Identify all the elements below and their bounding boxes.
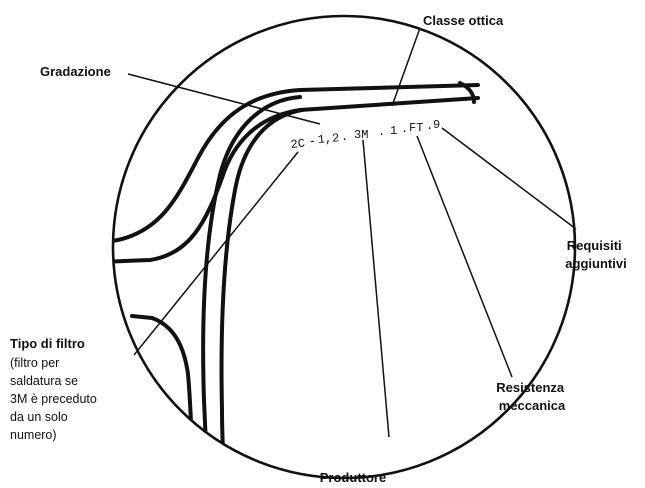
code-optical-class: 1 xyxy=(390,124,397,138)
code-shade: 1,2 xyxy=(317,131,340,147)
code-filter-type: 2C xyxy=(290,137,306,152)
leader-shade xyxy=(127,73,321,125)
leader-lines xyxy=(127,27,577,438)
label-mechanical-strength: Resistenza meccanica xyxy=(496,380,568,413)
lens-marking-code: 2C - 1,2 . 3M . 1 . FT . 9 xyxy=(290,118,440,152)
label-filter-type-title: Tipo di filtro xyxy=(10,336,85,351)
leader-optical-class xyxy=(391,27,421,107)
code-dot: . xyxy=(401,122,408,136)
lens-rim-inner xyxy=(219,108,304,472)
code-manufacturer: 3M xyxy=(354,128,368,142)
frame-outer-edge xyxy=(113,83,480,245)
code-dot: . xyxy=(378,125,385,139)
leader-additional-requirements xyxy=(441,127,577,230)
frame-nose-bridge xyxy=(458,81,476,104)
label-manufacturer: Produttore xyxy=(320,470,386,485)
frame-inner-edge xyxy=(113,96,480,264)
label-shade: Gradazione xyxy=(40,64,111,79)
code-dot: . xyxy=(426,119,433,133)
code-dot: . xyxy=(341,130,348,144)
leader-mechanical-strength xyxy=(416,135,513,378)
code-mechanical-strength: FT xyxy=(409,121,423,135)
label-additional-requirements: Requisiti aggiuntivi xyxy=(565,238,626,271)
code-separator: - xyxy=(308,134,316,149)
magnifier-circle xyxy=(111,14,577,480)
code-additional-requirements: 9 xyxy=(433,118,440,132)
leader-filter-type xyxy=(133,151,299,356)
frame-lower-curve xyxy=(130,314,194,447)
lens-rim-outer xyxy=(201,95,302,470)
label-optical-class: Classe ottica xyxy=(423,13,504,28)
leader-manufacturer xyxy=(362,139,390,438)
eyewear-frame-drawing xyxy=(113,81,480,472)
label-filter-type-description: (filtro per saldatura se 3M è preceduto … xyxy=(10,356,100,442)
